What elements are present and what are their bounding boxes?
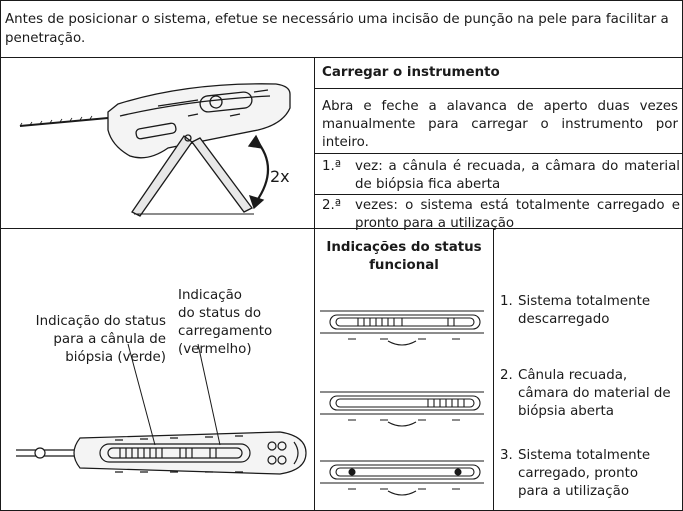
status-item-3: 3. Sistema totalmente carregado, pronto …	[500, 448, 651, 499]
column-divider	[314, 58, 315, 229]
step-number: 1.ª	[322, 159, 342, 174]
column-divider	[493, 229, 494, 511]
cannula-status-label: Indicação do status para a cânula de bió…	[35, 314, 166, 365]
intro-text: Antes de posicionar o sistema, efetue se…	[5, 12, 669, 46]
status-indicator-1	[320, 310, 484, 346]
status-indicator-3	[320, 460, 484, 496]
loading-row: 2x Carregar o instrumento Abra e feche a…	[0, 58, 683, 231]
step-divider	[315, 194, 682, 195]
device-topview-illustration	[16, 343, 307, 475]
status-item-2: 2. Cânula recuada, câmara do material de…	[500, 368, 671, 419]
loading-title: Carregar o instrumento	[322, 65, 500, 80]
device-loading-illustration: 2x	[19, 83, 291, 217]
status-indicator-2	[320, 391, 484, 427]
step-text: vezes: o sistema está totalmente carrega…	[355, 198, 680, 231]
loading-instruction: Abra e feche a alavanca de aperto duas v…	[322, 99, 678, 150]
column-divider	[314, 229, 315, 511]
loading-status-label: Indicação do status do carregamento (ver…	[178, 288, 273, 357]
instruction-divider	[315, 153, 682, 154]
repeat-count-label: 2x	[270, 167, 290, 186]
loading-step-1: 1.ª vez: a cânula é recuada, a câmara do…	[322, 158, 680, 194]
loading-step-2: 2.ª vezes: o sistema está totalmente car…	[322, 197, 680, 233]
status-row: Indicações do status funcional Indicação…	[0, 229, 683, 511]
step-number: 2.ª	[322, 198, 342, 213]
intro-row: Antes de posicionar o sistema, efetue se…	[0, 0, 683, 58]
title-divider	[315, 88, 682, 89]
status-heading: Indicações do status funcional	[326, 240, 482, 273]
status-item-1: 1. Sistema totalmente descarregado	[500, 294, 651, 327]
step-text: vez: a cânula é recuada, a câmara do mat…	[355, 159, 680, 192]
